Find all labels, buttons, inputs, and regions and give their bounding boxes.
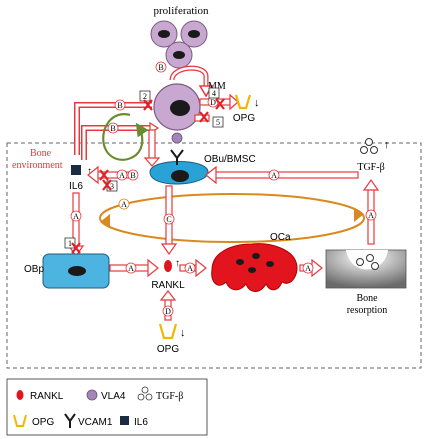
obp-cell [42,253,110,289]
svg-text:B: B [158,63,163,72]
orange-loop-arrow [99,193,365,243]
obp-label: OBp [24,264,44,275]
tgf-beta-up-arrow: ↑ [384,139,390,151]
marker-b-top: B [155,61,167,73]
svg-text:A: A [128,264,134,273]
marker-c-vertical: C [163,213,175,225]
marker-a-rankl: A [184,262,196,274]
rankl-label: RANKL [151,280,185,291]
svg-text:A: A [187,264,193,273]
marker-b-obu-left: B [127,169,139,181]
marker-b-left-1: B [114,99,126,111]
vla4-marker [171,132,183,144]
svg-text:D: D [210,98,216,107]
proliferating-cells [150,20,208,69]
legend-rankl: RANKL [16,390,64,402]
svg-text:A: A [73,212,79,221]
opg-bottom-arrow: ↓ [180,327,186,339]
svg-text:3: 3 [110,182,114,191]
svg-text:D: D [165,307,171,316]
mm-cell [153,83,201,131]
opg-bottom-icon [158,323,178,340]
arrow-mm-to-obu [143,129,161,167]
svg-text:VCAM1: VCAM1 [78,417,113,428]
bone-resorption-block [325,249,407,289]
opg-top-icon [234,94,252,110]
opg-bottom-label: OPG [157,344,179,355]
obu-bmsc-cell [149,161,209,185]
rankl-up-arrow: ↑ [175,258,180,269]
legend-il6: IL6 [120,416,148,428]
svg-text:IL6: IL6 [134,417,148,428]
svg-text:A: A [121,200,127,209]
marker-a-orange: A [118,198,130,210]
arrow-il6-to-mm [81,121,160,160]
svg-text:4: 4 [212,89,216,98]
green-loop-arrow [102,113,149,161]
svg-text:5: 5 [216,118,220,127]
opg-top-arrow: ↓ [254,97,260,109]
marker-a-right-vertical: A [365,209,377,221]
inhibition-crosses [71,98,225,254]
opg-top-label: OPG [233,113,255,124]
svg-text:C: C [166,215,171,224]
svg-text:A: A [305,264,311,273]
svg-text:VLA4: VLA4 [101,391,126,402]
tgf-beta-label: TGF-β [357,162,384,173]
legend-box [6,378,208,436]
svg-text:1: 1 [68,239,72,248]
svg-text:RANKL: RANKL [30,391,64,402]
marker-a-il6-down: A [70,210,82,222]
bone-resorption-label-1: Bone [356,293,378,304]
bone-environment-label-2: environment [12,160,63,171]
legend-vla4: VLA4 [86,389,126,402]
mm-label: MM [208,81,226,92]
arrow-mm-to-il6 [74,102,152,155]
marker-a-oca: A [302,262,314,274]
proliferation-label: proliferation [154,5,209,17]
legend-vcam1: VCAM1 [64,413,113,428]
oca-label: OCa [270,232,291,243]
svg-text:2: 2 [143,92,147,101]
svg-text:B: B [110,124,115,133]
il6-square [71,165,81,175]
marker-d-top: D [207,96,219,108]
marker-4: 4 [208,87,220,99]
svg-text:B: B [117,101,122,110]
svg-text:A: A [119,171,125,180]
bone-environment-box [6,142,422,369]
legend-tgf-beta: TGF-β [137,386,183,402]
svg-text:OPG: OPG [32,417,54,428]
marker-a-obu-left-1: A [116,169,128,181]
rankl-icon [164,260,172,272]
marker-a-obp: A [125,262,137,274]
vcam1-marker [170,149,184,165]
svg-text:TGF-β: TGF-β [156,391,183,402]
oca-cell [211,243,298,292]
il6-up-arrow: ↑ [87,166,92,177]
marker-1: 1 [64,237,76,249]
marker-d-bottom: D [162,305,174,317]
svg-text:B: B [130,171,135,180]
bone-environment-label-1: Bone [30,148,52,159]
bone-resorption-label-2: resorption [347,305,388,316]
legend-opg: OPG [13,414,54,428]
marker-5: 5 [212,116,224,128]
tgf-beta-icon [360,138,378,154]
obu-bmsc-label: OBu/BMSC [204,154,256,165]
il6-label: IL6 [69,181,83,192]
arrow-tgf-to-obu [205,165,359,185]
svg-text:A: A [368,211,374,220]
marker-a-tgf: A [268,169,280,181]
marker-b-left-2: B [107,122,119,134]
svg-text:A: A [271,171,277,180]
